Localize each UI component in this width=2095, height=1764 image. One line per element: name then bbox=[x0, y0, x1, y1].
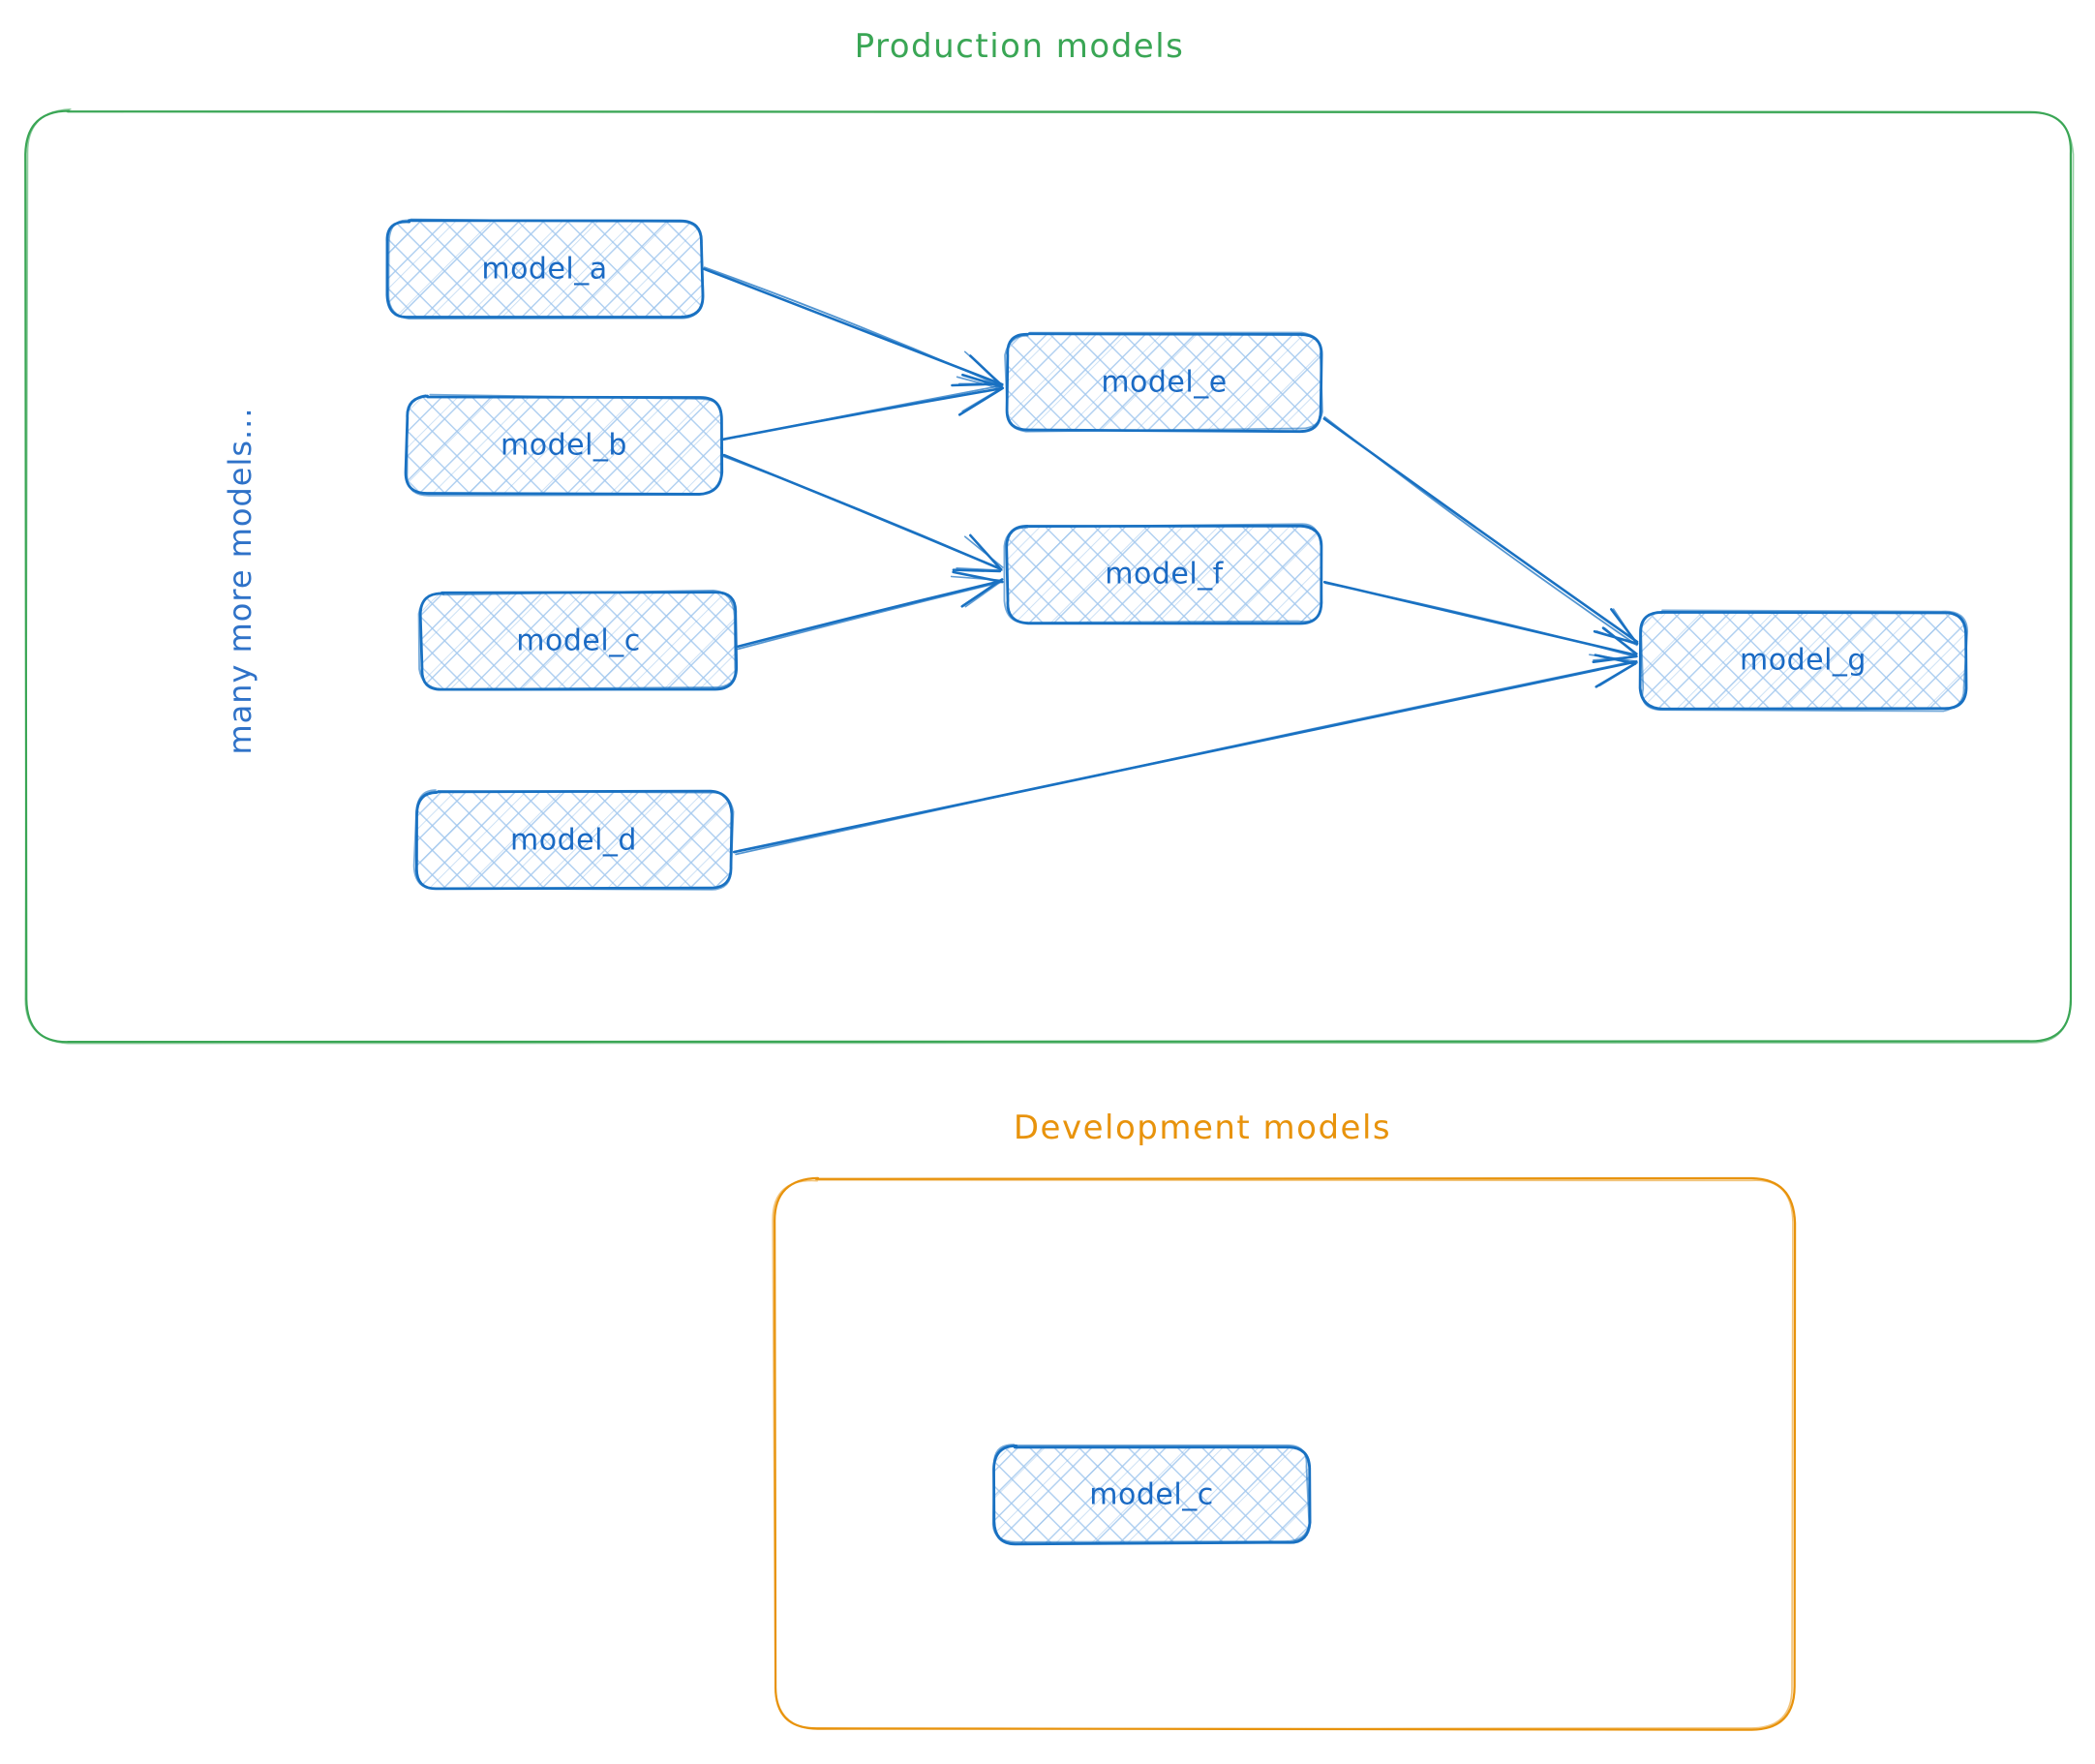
node-hatch-fill bbox=[993, 1446, 1310, 1544]
edge-model_b-to-model_f bbox=[722, 453, 1004, 573]
node-model_e[interactable] bbox=[1004, 331, 1323, 434]
node-label-model_a: model_a bbox=[481, 252, 608, 287]
node-hatch-fill bbox=[1007, 525, 1322, 623]
node-border bbox=[991, 1444, 1311, 1543]
node-hatch-fill bbox=[406, 396, 721, 495]
node-label-model_f: model_f bbox=[1105, 557, 1224, 592]
node-label-model_c_dev: model_c bbox=[1089, 1477, 1214, 1512]
node-hatch-fill bbox=[387, 220, 702, 319]
node-model_f[interactable] bbox=[1003, 523, 1323, 625]
group-frame-development bbox=[772, 1178, 1794, 1730]
edge-model_c-to-model_f bbox=[737, 570, 1004, 651]
node-label-model_c: model_c bbox=[516, 623, 641, 658]
node-model_c_dev[interactable] bbox=[991, 1444, 1312, 1546]
node-label-model_d: model_d bbox=[510, 823, 637, 858]
node-hatch-fill bbox=[1006, 333, 1321, 432]
edge-model_b-to-model_e bbox=[721, 373, 1005, 441]
node-hatch-fill bbox=[1640, 611, 1965, 710]
node-model_a[interactable] bbox=[385, 218, 705, 320]
node-model_g[interactable] bbox=[1638, 609, 1969, 713]
node-model_b[interactable] bbox=[404, 393, 724, 497]
edge-model_d-to-model_g bbox=[732, 654, 1638, 856]
node-label-model_g: model_g bbox=[1740, 643, 1867, 678]
edge-model_a-to-model_e bbox=[702, 266, 1004, 387]
node-border bbox=[412, 789, 735, 891]
group-frame-production bbox=[24, 107, 2075, 1045]
node-border bbox=[1003, 523, 1323, 623]
node-border bbox=[387, 218, 705, 320]
group-title-production: Production models bbox=[854, 27, 1185, 66]
node-model_d[interactable] bbox=[412, 789, 735, 891]
group-title-development: Development models bbox=[1013, 1109, 1392, 1147]
edge-model_f-to-model_g bbox=[1322, 580, 1638, 664]
side-label-many-more-models: many more models... bbox=[222, 407, 258, 755]
node-model_c[interactable] bbox=[417, 590, 739, 691]
group-frames-layer bbox=[24, 107, 2075, 1731]
edge-model_e-to-model_g bbox=[1322, 415, 1639, 647]
node-label-model_e: model_e bbox=[1101, 365, 1228, 400]
node-border bbox=[417, 590, 737, 690]
node-hatch-fill bbox=[420, 592, 737, 690]
node-border bbox=[406, 393, 722, 497]
node-border bbox=[1004, 331, 1323, 433]
nodes-layer bbox=[385, 218, 1969, 1546]
node-border bbox=[1640, 609, 1969, 713]
node-hatch-fill bbox=[415, 791, 732, 890]
edges-layer bbox=[702, 266, 1639, 856]
node-label-model_b: model_b bbox=[501, 428, 627, 463]
